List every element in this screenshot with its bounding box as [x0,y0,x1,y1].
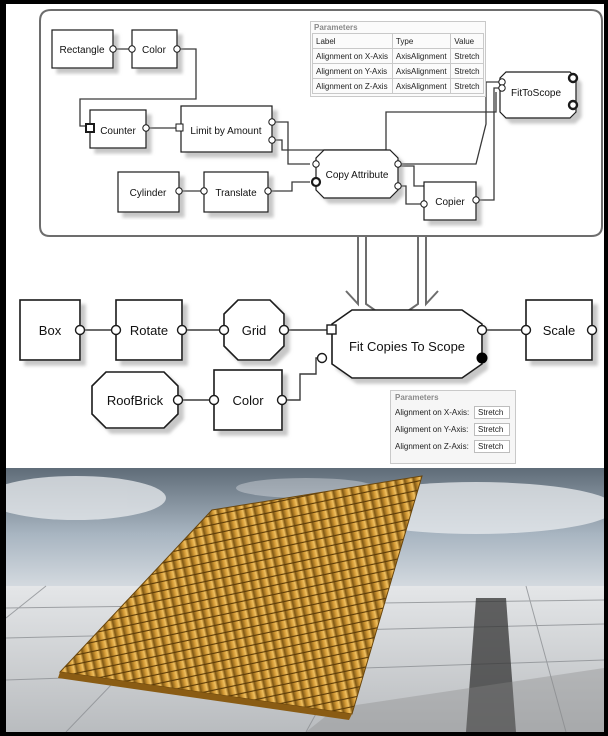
port[interactable] [316,352,328,364]
node-color-bottom[interactable] [213,369,283,431]
node-cylinder[interactable] [117,171,180,213]
param-cell: AxisAlignment [391,63,452,79]
node-box-label: Box [39,323,62,338]
param-cell[interactable]: Stretch [450,48,484,64]
port[interactable] [74,324,86,336]
param-value-field[interactable]: Stretch [474,440,510,453]
port[interactable] [208,394,220,406]
param-cell: AxisAlignment [391,78,452,94]
port[interactable] [310,176,322,188]
node-limit-label: Limit by Amount [190,126,261,137]
param-cell: Alignment on Y-Axis [312,63,393,79]
port[interactable] [312,160,320,168]
node-translate[interactable] [203,171,269,213]
top-wires [79,48,502,205]
port[interactable] [520,324,532,336]
graph-canvas: Rectangle Color Counter Limit by Amount [19,9,603,431]
node-graph-editor: Rectangle Color Counter Limit by Amount [6,4,604,468]
parameters-panel-top: Parameters Label Type Value Alignment on… [310,21,486,97]
port[interactable] [567,99,579,111]
roof-render [6,468,604,732]
node-fit-copies-to-scope[interactable] [331,309,483,379]
port[interactable] [218,324,230,336]
port[interactable] [173,45,181,53]
port[interactable] [394,182,402,190]
roof-edge [58,672,352,720]
port[interactable] [110,324,122,336]
port[interactable] [172,394,184,406]
port[interactable] [268,136,276,144]
node-rotate-label: Rotate [130,323,168,338]
node-fittoscope-label: FitToScope [511,88,561,99]
port[interactable] [128,45,136,53]
shadow [466,598,516,732]
param-row: Alignment on X-Axis: Stretch [391,404,515,421]
node-roofbrick-label: RoofBrick [107,393,164,408]
param-row: Alignment on Y-Axis: Stretch [391,421,515,438]
node-copier-label: Copier [435,197,465,208]
node-grid[interactable] [223,299,285,361]
port[interactable] [472,196,480,204]
funnel-arrow [345,236,439,324]
parameters-table: Label Type Value Alignment on X-Axis Axi… [312,33,484,94]
node-scale-label: Scale [543,323,576,338]
node-scale[interactable] [525,299,593,361]
node-color-bottom-label: Color [232,393,264,408]
3d-viewport[interactable] [6,468,604,732]
node-rectangle[interactable] [51,29,114,69]
compound-node-frame [39,9,603,237]
port[interactable] [268,118,276,126]
param-label: Alignment on Z-Axis: [395,442,469,451]
node-roofbrick[interactable] [91,371,179,429]
port[interactable] [200,187,208,195]
param-label: Alignment on X-Axis: [395,408,470,417]
port[interactable] [85,123,95,133]
port[interactable] [498,78,506,86]
port[interactable] [586,324,598,336]
parameters-panel-bottom: Parameters Alignment on X-Axis: Stretch … [390,390,516,464]
port[interactable] [567,72,579,84]
port[interactable] [142,124,150,132]
port[interactable] [276,394,288,406]
node-copy-attribute[interactable] [315,149,399,199]
node-copy-attribute-label: Copy Attribute [326,170,389,181]
port[interactable] [498,84,506,92]
param-cell: Alignment on X-Axis [312,48,393,64]
port[interactable] [394,160,402,168]
node-color-top-label: Color [142,45,167,56]
node-counter-label: Counter [100,126,136,137]
param-label: Alignment on Y-Axis: [395,425,469,434]
port[interactable] [264,187,272,195]
port[interactable] [278,324,290,336]
param-header-type: Type [391,33,452,49]
port[interactable] [476,352,488,364]
node-limit-by-amount[interactable] [180,105,273,153]
roof-shadow [306,668,604,732]
port[interactable] [175,187,183,195]
node-cylinder-label: Cylinder [130,188,167,199]
port[interactable] [326,324,337,335]
port[interactable] [109,45,117,53]
node-grid-label: Grid [242,323,267,338]
node-rectangle-label: Rectangle [59,45,104,56]
param-cell: AxisAlignment [391,48,452,64]
param-value-field[interactable]: Stretch [474,423,510,436]
parameters-title: Parameters [395,393,439,402]
param-cell[interactable]: Stretch [450,63,484,79]
port[interactable] [476,324,488,336]
param-cell[interactable]: Stretch [450,78,484,94]
param-value-field[interactable]: Stretch [474,406,510,419]
param-header-value: Value [450,33,484,49]
parameters-title: Parameters [314,23,358,32]
node-fit-copies-label: Fit Copies To Scope [349,339,465,354]
port[interactable] [420,200,428,208]
node-translate-label: Translate [215,188,257,199]
port[interactable] [175,123,184,132]
param-header-label: Label [312,33,393,49]
port[interactable] [176,324,188,336]
param-cell: Alignment on Z-Axis [312,78,393,94]
param-row: Alignment on Z-Axis: Stretch [391,438,515,455]
